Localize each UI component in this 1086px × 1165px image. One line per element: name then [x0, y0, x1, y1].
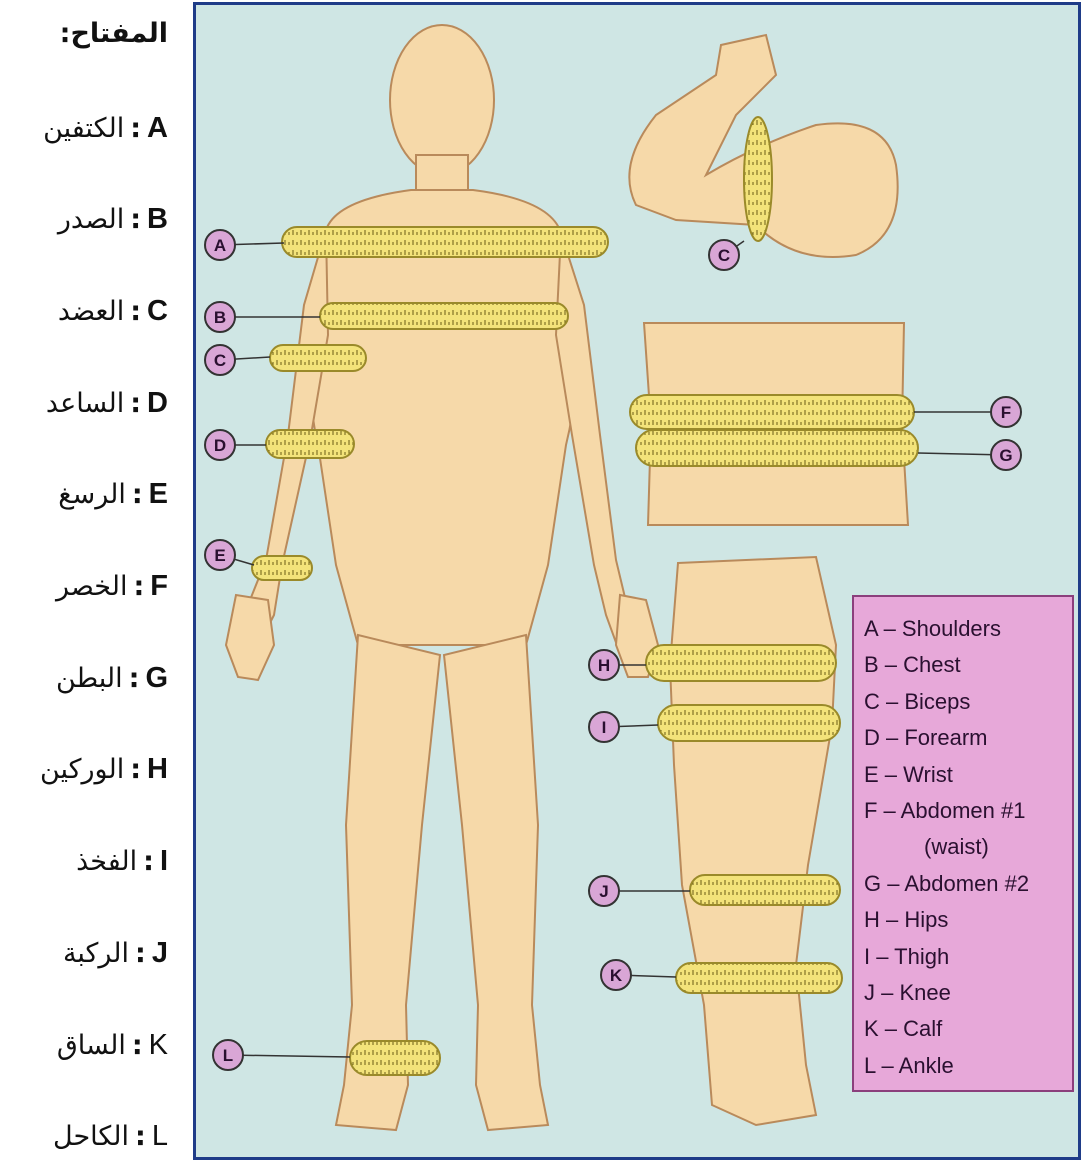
tape-e [252, 556, 312, 580]
tape-f [630, 395, 914, 429]
key-item-letter: G [145, 662, 168, 695]
key-item-word: الساعد [46, 388, 124, 419]
legend-line: D – Forearm [864, 720, 1072, 756]
key-item-word: البطن [56, 663, 123, 694]
legend-line: G – Abdomen #2 [864, 866, 1072, 902]
key-item-letter: L [152, 1120, 168, 1153]
legend-line: C – Biceps [864, 684, 1072, 720]
callout-label-j: J [599, 882, 608, 901]
callout-label-a: A [214, 236, 226, 255]
key-item-separator: : [135, 1121, 146, 1152]
legend-line: K – Calf [864, 1011, 1072, 1047]
key-item-b: الصدر:B [58, 200, 168, 240]
key-item-word: الساق [57, 1030, 126, 1061]
callout-label-c: C [214, 351, 226, 370]
key-item-h: الوركين:H [40, 750, 168, 790]
key-title: المفتاح: [60, 18, 168, 49]
legend-line: J – Knee [864, 975, 1072, 1011]
key-item-a: الكتفين:A [43, 108, 168, 148]
callout-label-h: H [598, 656, 610, 675]
key-item-word: الخصر [56, 571, 127, 602]
key-item-k: الساق:K [57, 1025, 168, 1065]
key-item-word: الفخذ [76, 846, 137, 877]
key-item-letter: C [147, 295, 168, 328]
legend-line: E – Wrist [864, 757, 1072, 793]
key-item-separator: : [130, 296, 141, 327]
key-item-separator: : [132, 1030, 143, 1061]
key-item-word: الصدر [58, 204, 124, 235]
callout-label-b: B [214, 308, 226, 327]
key-item-separator: : [132, 479, 143, 510]
tape-l [350, 1041, 440, 1075]
tape-c-upper-arm [270, 345, 366, 371]
key-item-separator: : [130, 204, 141, 235]
key-item-g: البطن:G [56, 658, 168, 698]
key-item-separator: : [133, 571, 144, 602]
key-item-word: الركبة [63, 938, 129, 969]
tape-d [266, 430, 354, 458]
key-item-separator: : [135, 938, 146, 969]
key-item-d: الساعد:D [46, 383, 168, 423]
key-item-i: الفخذ:I [76, 842, 168, 882]
key-item-word: الوركين [40, 754, 124, 785]
key-item-letter: J [152, 937, 168, 970]
key-item-j: الركبة:J [63, 933, 168, 973]
callout-label-g: G [999, 446, 1012, 465]
legend-box: A – ShouldersB – ChestC – BicepsD – Fore… [852, 595, 1074, 1092]
key-item-l: الكاحل:L [53, 1117, 168, 1157]
key-item-letter: I [160, 845, 168, 878]
callout-label-d: D [214, 436, 226, 455]
leader-line-l [228, 1055, 350, 1057]
key-item-separator: : [129, 663, 140, 694]
legend-line: B – Chest [864, 647, 1072, 683]
callout-label-k: K [610, 966, 623, 985]
key-item-word: الرسغ [58, 479, 126, 510]
key-item-word: الكاحل [53, 1121, 129, 1152]
legend-line: I – Thigh [864, 939, 1072, 975]
key-item-separator: : [143, 846, 154, 877]
tape-a [282, 227, 608, 257]
key-item-word: الكتفين [43, 113, 124, 144]
legend-line: H – Hips [864, 902, 1072, 938]
legend-line: (waist) [864, 829, 1072, 865]
leg-closeup-figure [670, 557, 836, 1125]
callout-label-i: I [602, 718, 607, 737]
legend-line: A – Shoulders [864, 611, 1072, 647]
tape-i [658, 705, 840, 741]
key-item-letter: K [149, 1029, 168, 1062]
callout-label-f: F [1001, 403, 1011, 422]
callout-label-c: C [718, 246, 730, 265]
callout-label-e: E [214, 546, 225, 565]
key-item-c: العضد:C [58, 291, 168, 331]
measurement-illustration: A B C D E C F G H I J K L A – ShouldersB – ChestC – … [193, 2, 1081, 1160]
key-item-letter: B [147, 203, 168, 236]
key-item-separator: : [130, 388, 141, 419]
tape-c-flexed [744, 117, 772, 241]
key-item-f: الخصر:F [56, 567, 168, 607]
tape-b [320, 303, 568, 329]
tape-j [690, 875, 840, 905]
key-item-letter: E [149, 478, 168, 511]
tape-k [676, 963, 842, 993]
key-item-separator: : [130, 113, 141, 144]
key-item-letter: F [150, 570, 168, 603]
key-item-separator: : [130, 754, 141, 785]
arabic-key-column: المفتاح: الكتفين:Aالصدر:Bالعضد:Cالساعد:D… [0, 0, 190, 1165]
key-item-letter: D [147, 387, 168, 420]
legend-list: A – ShouldersB – ChestC – BicepsD – Fore… [864, 611, 1072, 1084]
key-item-letter: A [147, 112, 168, 145]
key-item-word: العضد [58, 296, 124, 327]
key-item-e: الرسغ:E [58, 475, 168, 515]
legend-line: L – Ankle [864, 1048, 1072, 1084]
legend-line: F – Abdomen #1 [864, 793, 1072, 829]
callout-label-l: L [223, 1046, 233, 1065]
tape-g [636, 430, 918, 466]
tape-h [646, 645, 836, 681]
key-item-letter: H [147, 753, 168, 786]
